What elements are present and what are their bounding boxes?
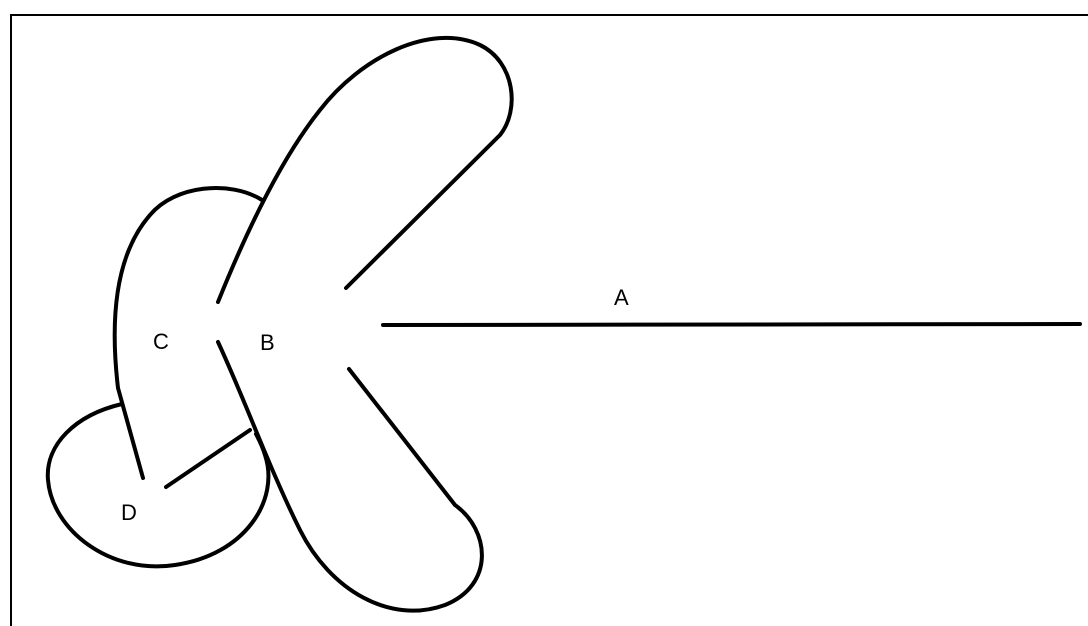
label-d: D (121, 500, 137, 525)
d-connector-strand (166, 430, 250, 487)
line-a (383, 324, 1080, 325)
lower-lobe-strand (218, 342, 482, 611)
bottom-loop-strand (48, 404, 269, 566)
label-b: B (260, 330, 275, 355)
label-a: A (614, 285, 629, 310)
label-c: C (153, 329, 169, 354)
upper-lobe-strand (218, 38, 512, 302)
